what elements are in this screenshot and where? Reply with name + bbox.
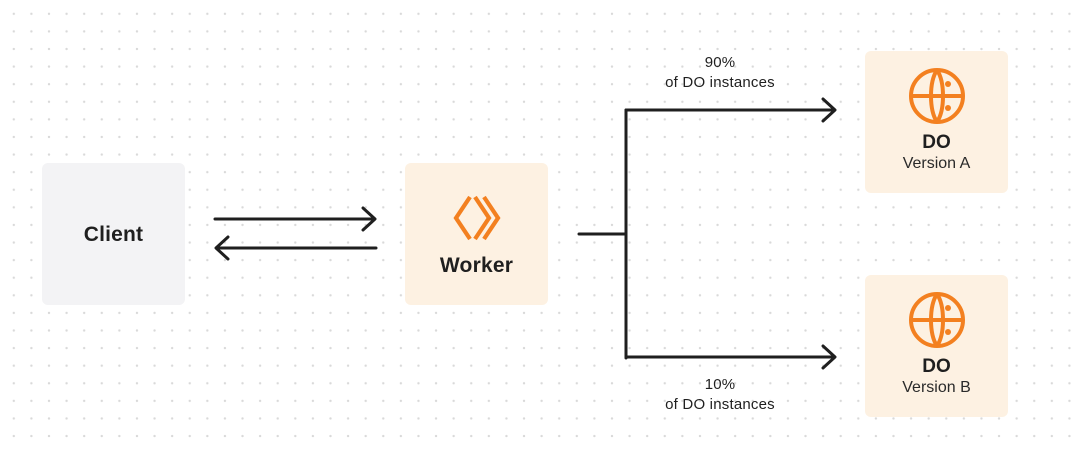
route-a-label: 90% of DO instances: [630, 53, 810, 93]
do-version-b-node: DO Version B: [865, 275, 1008, 417]
client-label: Client: [83, 223, 144, 246]
worker-node: Worker: [405, 163, 548, 305]
branch-arrow-b: [624, 344, 837, 370]
route-a-caption: of DO instances: [665, 74, 775, 91]
route-b-label: 10% of DO instances: [630, 375, 810, 415]
do-version-a-node: DO Version A: [865, 51, 1008, 193]
route-b-percent: 10%: [704, 376, 736, 393]
client-node: Client: [42, 163, 185, 305]
response-arrow: [214, 235, 378, 261]
worker-chevron-icon: [452, 195, 501, 241]
request-arrow: [213, 206, 377, 232]
worker-label: Worker: [439, 254, 514, 277]
route-a-percent: 90%: [704, 54, 736, 71]
globe-icon: [908, 292, 965, 348]
do-b-version: Version B: [902, 379, 971, 396]
globe-icon: [908, 68, 965, 124]
branch-arrow-a: [624, 97, 837, 123]
do-a-version: Version A: [902, 155, 971, 172]
route-b-caption: of DO instances: [665, 396, 775, 413]
do-a-title: DO: [922, 132, 951, 153]
do-b-title: DO: [922, 356, 951, 377]
